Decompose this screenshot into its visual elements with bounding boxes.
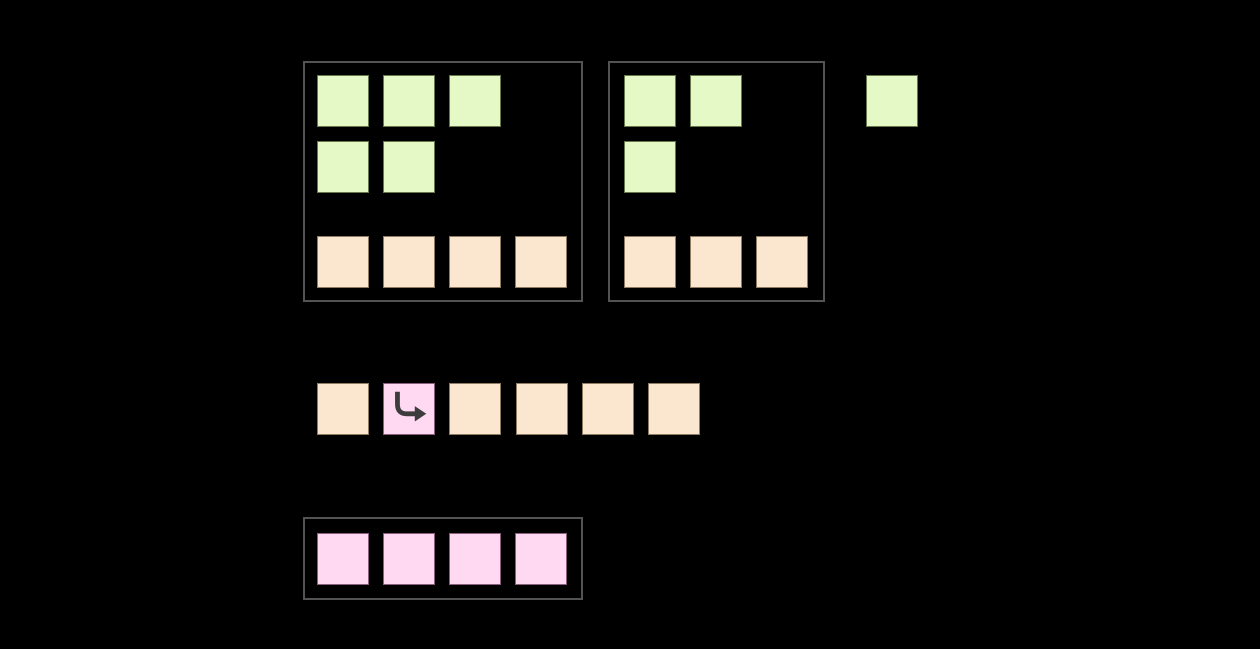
peach-unit-cell xyxy=(516,383,568,435)
green-unit-cell xyxy=(624,75,676,127)
green-unit-cell xyxy=(383,141,435,193)
peach-unit-cell xyxy=(624,236,676,288)
peach-unit-cell xyxy=(449,383,501,435)
green-unit-cell xyxy=(317,75,369,127)
peach-unit-cell xyxy=(690,236,742,288)
peach-unit-cell xyxy=(383,236,435,288)
peach-unit-cell xyxy=(756,236,808,288)
pink-unit-cell xyxy=(383,533,435,585)
peach-unit-cell xyxy=(515,236,567,288)
peach-unit-cell xyxy=(648,383,700,435)
green-unit-cell xyxy=(624,141,676,193)
peach-unit-cell xyxy=(317,236,369,288)
peach-unit-cell xyxy=(582,383,634,435)
green-unit-cell xyxy=(866,75,918,127)
group-box-2-outline xyxy=(608,61,825,302)
peach-unit-cell xyxy=(449,236,501,288)
turn-down-right-arrow-icon xyxy=(395,391,427,422)
carry-arrow-cell xyxy=(383,383,435,435)
pink-unit-cell xyxy=(515,533,567,585)
result-box-outline xyxy=(303,517,583,600)
green-unit-cell xyxy=(383,75,435,127)
green-unit-cell xyxy=(449,75,501,127)
green-unit-cell xyxy=(317,141,369,193)
peach-unit-cell xyxy=(317,383,369,435)
group-box-1-outline xyxy=(303,61,583,302)
pink-unit-cell xyxy=(317,533,369,585)
pink-unit-cell xyxy=(449,533,501,585)
green-unit-cell xyxy=(690,75,742,127)
